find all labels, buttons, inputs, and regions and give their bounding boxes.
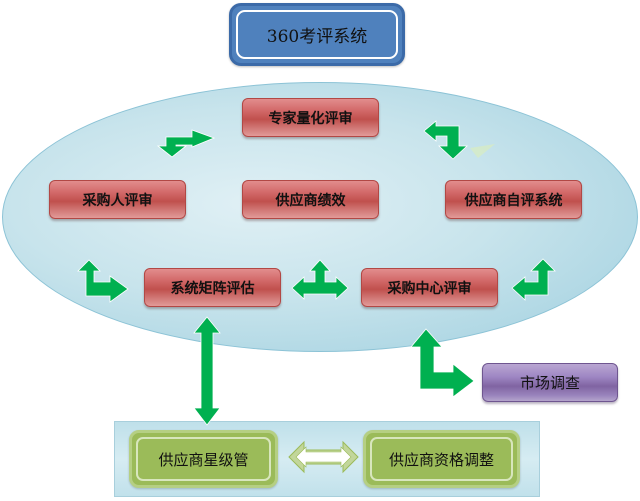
- node-qualification-adjust-label: 供应商资格调整: [370, 437, 513, 481]
- node-buyer-review: 采购人评审: [49, 180, 186, 219]
- node-supplier-performance: 供应商绩效: [242, 180, 379, 219]
- node-star-management: 供应商星级管: [129, 430, 278, 488]
- node-qualification-adjust: 供应商资格调整: [363, 430, 520, 488]
- node-market-research: 市场调查: [482, 363, 618, 402]
- node-procurement-center-review: 采购中心评审: [361, 268, 498, 307]
- node-supplier-self-eval: 供应商自评系统: [445, 180, 582, 219]
- node-expert-review: 专家量化评审: [242, 98, 379, 137]
- title-box: 360考评系统: [229, 3, 405, 66]
- node-matrix-eval: 系统矩阵评估: [144, 268, 281, 307]
- node-star-management-label: 供应商星级管: [136, 437, 271, 481]
- diagram-title: 360考评系统: [236, 10, 398, 59]
